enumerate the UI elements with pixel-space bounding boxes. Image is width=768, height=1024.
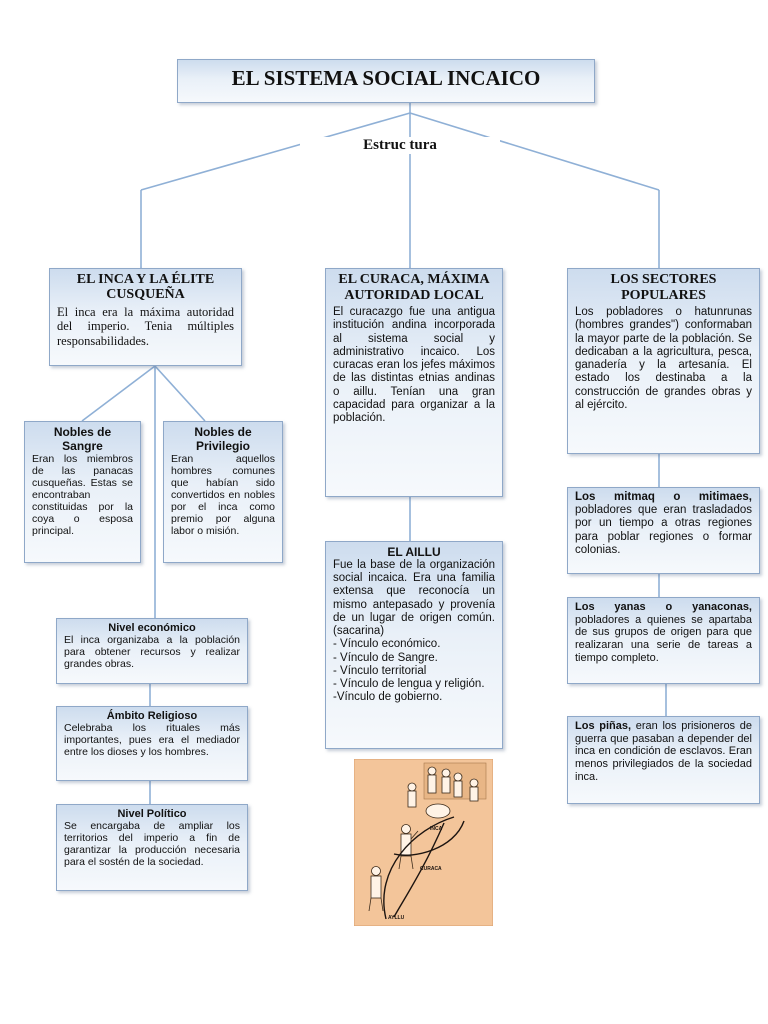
nobles-privilegio-title: Nobles de Privilegio bbox=[194, 425, 252, 453]
nobles-privilegio-box: Nobles de Privilegio Eran aquellos hombr… bbox=[163, 421, 283, 563]
aillu-box: EL AILLU Fue la base de la organización … bbox=[325, 541, 503, 749]
hierarchy-arrows bbox=[383, 816, 465, 920]
inca-title: EL INCA Y LA ÉLITE CUSQUEÑA bbox=[76, 272, 215, 303]
nivel-politico-box: Nivel Político Se encargaba de ampliar l… bbox=[56, 804, 248, 891]
nivel-economico-text: El inca organizaba a la población para o… bbox=[64, 634, 240, 671]
illustration-label-inca: INCA bbox=[430, 826, 443, 832]
ayllu-figure bbox=[368, 866, 384, 912]
mitmaq-body: Los mitmaq o mitimaes, pobladores que er… bbox=[575, 491, 752, 557]
curaca-text: El curacazgo fue una antigua institución… bbox=[333, 306, 495, 424]
main-title-box: EL SISTEMA SOCIAL INCAICO bbox=[177, 59, 595, 103]
yanas-title: Los yanas o yanaconas, bbox=[575, 601, 752, 613]
illustration-label-ayllu: AYLLU bbox=[388, 915, 405, 921]
inca-group-figures bbox=[407, 766, 479, 819]
mitmaq-text: pobladores que eran trasladados por un t… bbox=[575, 504, 752, 556]
ambito-religioso-text: Celebraba los rituales más importantes, … bbox=[64, 722, 240, 759]
nobles-sangre-title: Nobles de Sangre bbox=[53, 425, 112, 453]
aillu-text: Fue la base de la organización social in… bbox=[333, 559, 495, 638]
curaca-title: EL CURACA, MÁXIMA AUTORIDAD LOCAL bbox=[338, 272, 490, 304]
nobles-privilegio-text: Eran aquellos hombres comunes que habían… bbox=[171, 453, 275, 538]
social-hierarchy-illustration: INCA CURACA AYLLU bbox=[354, 759, 493, 926]
yanas-body: Los yanas o yanaconas, pobladores a quie… bbox=[575, 601, 752, 664]
yanas-box: Los yanas o yanaconas, pobladores a quie… bbox=[567, 597, 760, 684]
populares-title: LOS SECTORES POPULARES bbox=[610, 272, 717, 304]
ambito-religioso-title: Ámbito Religioso bbox=[106, 710, 198, 722]
illustration-label-curaca: CURACA bbox=[420, 866, 442, 872]
curaca-box: EL CURACA, MÁXIMA AUTORIDAD LOCAL El cur… bbox=[325, 268, 503, 497]
aillu-item: - Vínculo de Sangre. bbox=[333, 651, 438, 664]
pinas-body: Los piñas, eran los prisioneros de guerr… bbox=[575, 720, 752, 783]
pinas-title: Los piñas, bbox=[575, 720, 632, 732]
ambito-religioso-box: Ámbito Religioso Celebraba los rituales … bbox=[56, 706, 248, 781]
aillu-title: EL AILLU bbox=[387, 545, 441, 559]
pinas-text: eran los prisioneros de guerra que pasab… bbox=[575, 720, 753, 783]
nivel-politico-text: Se encargaba de ampliar los territorios … bbox=[64, 820, 240, 869]
aillu-item: -Vínculo de gobierno. bbox=[333, 691, 443, 704]
inca-text: El inca era la máxima autoridad del impe… bbox=[57, 304, 234, 348]
nivel-economico-box: Nivel económico El inca organizaba a la … bbox=[56, 618, 248, 684]
yanas-text: pobladores a quienes se apartaba de sus … bbox=[575, 613, 752, 664]
nivel-economico-title: Nivel económico bbox=[108, 622, 196, 634]
nobles-sangre-text: Eran los miembros de las panacas cusqueñ… bbox=[32, 453, 133, 538]
curaca-figure bbox=[398, 824, 419, 870]
aillu-item: - Vínculo de lengua y religión. bbox=[333, 677, 485, 690]
aillu-item: - Vínculo territorial bbox=[333, 664, 427, 677]
inca-box: EL INCA Y LA ÉLITE CUSQUEÑA El inca era … bbox=[49, 268, 242, 366]
nivel-politico-title: Nivel Político bbox=[117, 808, 187, 820]
pinas-box: Los piñas, eran los prisioneros de guerr… bbox=[567, 716, 760, 804]
populares-box: LOS SECTORES POPULARES Los pobladores o … bbox=[567, 268, 760, 454]
populares-text: Los pobladores o hatunrunas (hombres gra… bbox=[575, 306, 752, 411]
mitmaq-box: Los mitmaq o mitimaes, pobladores que er… bbox=[567, 487, 760, 574]
mitmaq-title: Los mitmaq o mitimaes, bbox=[575, 491, 752, 503]
nobles-sangre-box: Nobles de Sangre Eran los miembros de la… bbox=[24, 421, 141, 563]
aillu-item: - Vínculo económico. bbox=[333, 638, 441, 651]
structure-label: Estruc tura bbox=[300, 137, 500, 154]
main-title: EL SISTEMA SOCIAL INCAICO bbox=[231, 66, 541, 90]
